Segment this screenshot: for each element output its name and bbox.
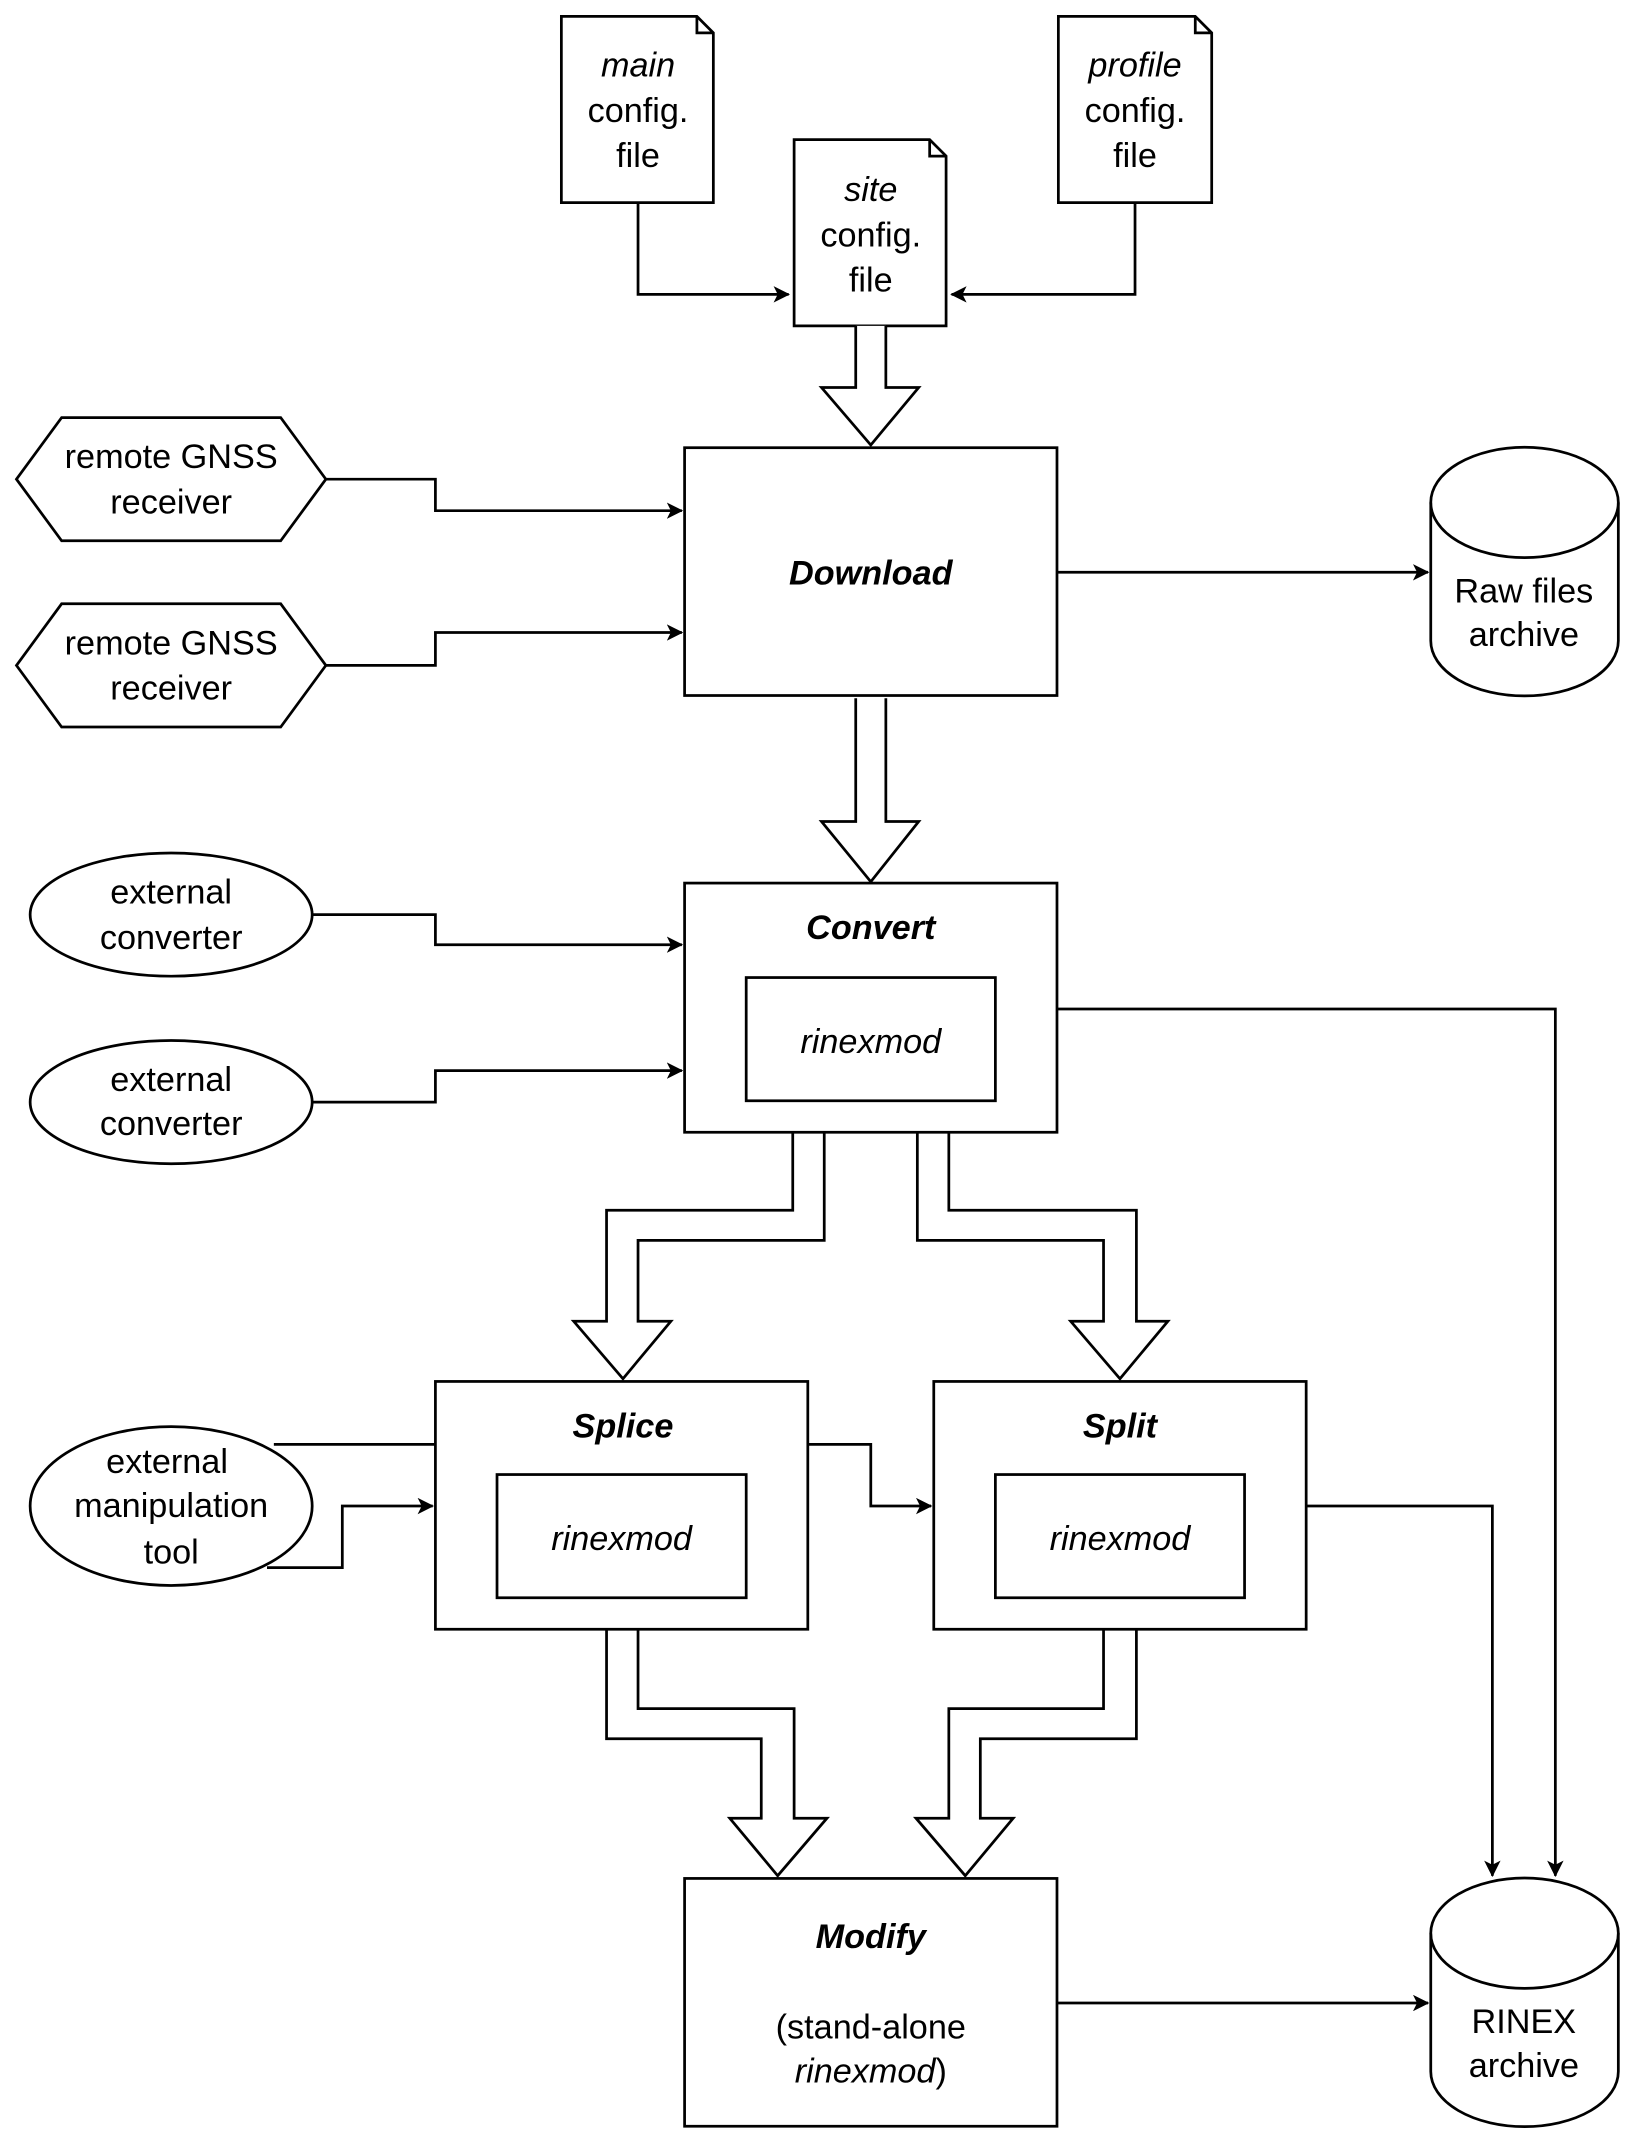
archive-label: RINEX [1472, 2003, 1577, 2041]
modify-step: Modify (stand-alone rinexmod) [683, 1877, 1059, 2128]
converter1-arrow [312, 913, 684, 953]
convert-to-splice-arrow [570, 1132, 826, 1381]
remote-gnss-receiver-1: remote GNSS receiver [14, 416, 328, 543]
external-manipulation-tool: external manipulation tool [28, 1425, 314, 1587]
converter-label: external [110, 1061, 232, 1099]
doc-label: main [601, 47, 675, 85]
split-step: Split rinexmod [932, 1380, 1308, 1631]
splice-to-split-arrow [807, 1443, 933, 1515]
split-to-rinex-arrow [1306, 1504, 1501, 1878]
splice-to-modify-arrow [605, 1629, 830, 1878]
splice-step: Splice rinexmod [434, 1380, 810, 1631]
download-to-convert-arrow [818, 698, 922, 884]
download-title: Download [789, 555, 954, 593]
tool-label: tool [144, 1534, 199, 1572]
splice-title: Splice [573, 1408, 674, 1446]
profile-config-file: profile config. file [1056, 15, 1214, 204]
rinex-archive: RINEX archive [1429, 1876, 1620, 2128]
site-config-file: site config. file [792, 138, 948, 328]
tool-label: manipulation [74, 1487, 268, 1525]
converter-label: converter [100, 1105, 243, 1143]
modify-title: Modify [816, 1918, 928, 1956]
doc-label: file [849, 262, 893, 300]
archive-label: Raw files [1454, 572, 1593, 610]
main-to-site-arrow [636, 202, 791, 303]
site-to-download-arrow [818, 325, 922, 448]
converter2-arrow [312, 1062, 684, 1104]
doc-label: config. [588, 92, 689, 130]
tool-label: external [106, 1443, 228, 1481]
archive-label: archive [1469, 2047, 1579, 2085]
external-converter-2: external converter [28, 1039, 314, 1166]
receiver-label: remote GNSS [65, 438, 278, 476]
main-config-file: main config. file [559, 15, 715, 204]
rinexmod-label: rinexmod [1050, 1520, 1192, 1558]
receiver2-arrow [325, 624, 684, 667]
convert-to-split-arrow [915, 1132, 1171, 1381]
convert-step: Convert rinexmod [683, 881, 1059, 1134]
tool-to-splice-arrow [267, 1497, 435, 1570]
archive-label: archive [1469, 616, 1579, 654]
split-to-modify-arrow [912, 1629, 1138, 1878]
converter-label: converter [100, 919, 243, 957]
split-title: Split [1083, 1408, 1159, 1446]
convert-to-rinex-arrow [1056, 1007, 1564, 1878]
doc-label: config. [820, 216, 921, 254]
doc-label: site [844, 171, 897, 209]
doc-label: file [1113, 137, 1157, 175]
profile-to-site-arrow [950, 202, 1137, 303]
external-converter-1: external converter [28, 851, 314, 978]
receiver-label: remote GNSS [65, 624, 278, 662]
doc-label: file [616, 137, 660, 175]
rinexmod-label: rinexmod [800, 1023, 942, 1061]
convert-title: Convert [806, 909, 937, 947]
remote-gnss-receiver-2: remote GNSS receiver [14, 602, 328, 729]
receiver-label: receiver [110, 670, 232, 708]
receiver1-arrow [325, 477, 684, 519]
receiver-label: receiver [110, 483, 232, 521]
rinexmod-label: rinexmod [551, 1520, 693, 1558]
converter-label: external [110, 874, 232, 912]
raw-files-archive: Raw files archive [1429, 445, 1620, 698]
doc-label: profile [1087, 47, 1181, 85]
doc-label: config. [1085, 92, 1186, 130]
download-step: Download [683, 446, 1059, 697]
modify-label: (stand-alone [776, 2009, 966, 2047]
modify-label-2: rinexmod) [795, 2052, 947, 2090]
